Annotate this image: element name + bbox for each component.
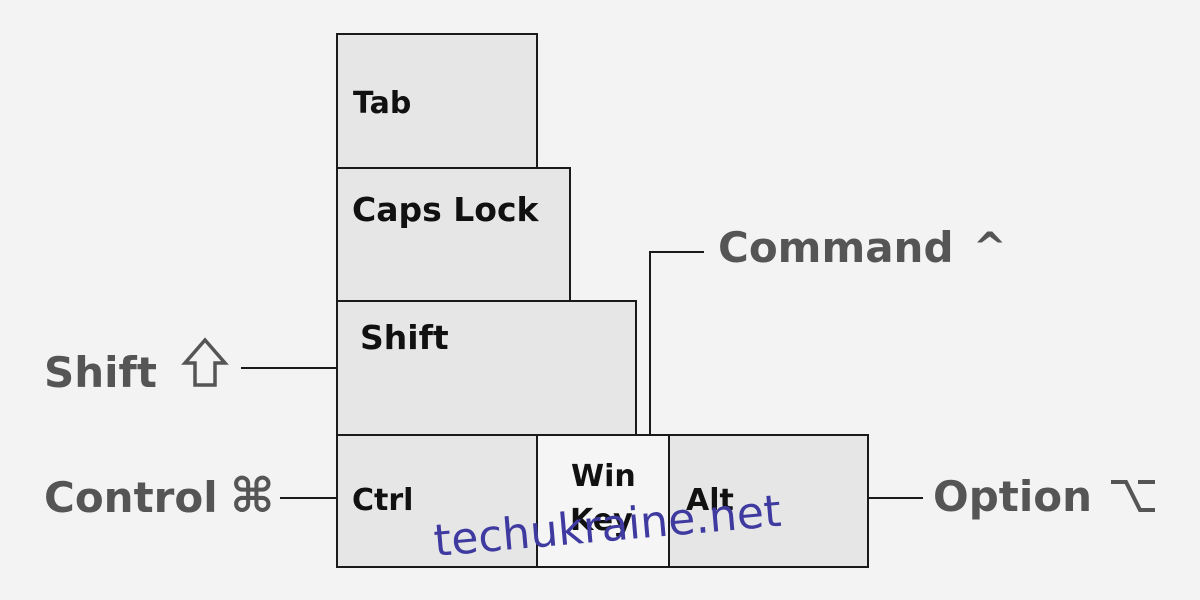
ctrl-key-label: Ctrl: [352, 483, 414, 518]
shift-key-label: Shift: [360, 318, 449, 357]
shift-connector-line: [241, 367, 337, 369]
win-key: Win Key: [536, 434, 670, 568]
alt-key-label: Alt: [686, 483, 734, 518]
option-connector-line: [868, 497, 923, 499]
shift-key: Shift: [336, 300, 637, 436]
mac-shift-label: Shift: [44, 348, 157, 397]
caret-icon: ^: [973, 225, 1007, 271]
win-key-label-line1: Win: [571, 459, 636, 494]
control-connector-line: [280, 497, 337, 499]
caps-lock-key-label: Caps Lock: [352, 190, 539, 229]
caps-lock-key: Caps Lock: [336, 167, 571, 302]
win-key-label-line2: Key: [570, 503, 633, 538]
command-symbol-icon: ⌘: [230, 468, 275, 524]
mac-option-label: Option: [933, 472, 1092, 521]
tab-key-label: Tab: [353, 86, 412, 121]
shift-arrow-icon: [181, 337, 229, 393]
mac-control-label: Control: [44, 473, 218, 522]
mac-command-label: Command: [718, 223, 954, 272]
command-connector-vertical: [649, 251, 651, 435]
option-symbol-icon: [1108, 476, 1158, 520]
command-connector-horizontal: [649, 251, 704, 253]
ctrl-key: Ctrl: [336, 434, 538, 568]
alt-key: Alt: [668, 434, 869, 568]
tab-key: Tab: [336, 33, 538, 169]
